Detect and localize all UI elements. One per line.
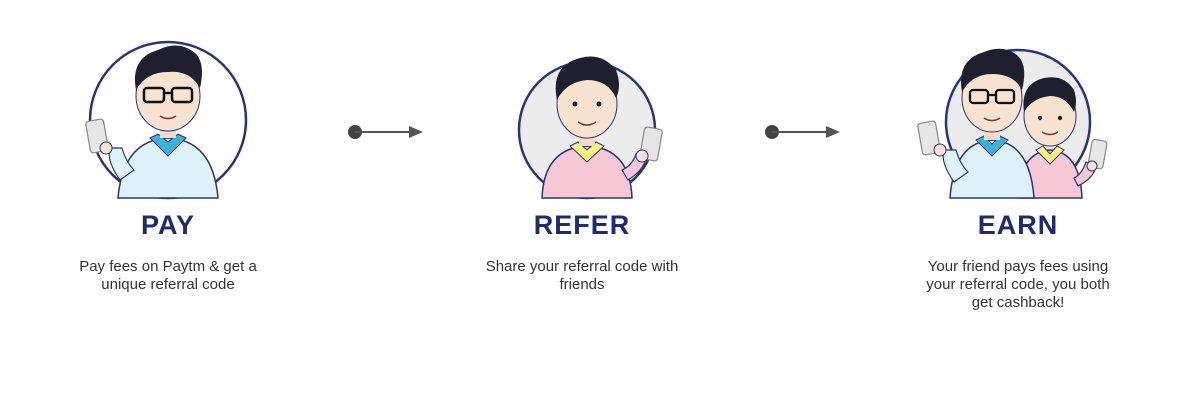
person-sharing-phone-icon xyxy=(517,56,663,200)
arrow-right-icon xyxy=(765,125,840,139)
step-title-earn: EARN xyxy=(977,210,1059,240)
step-title-refer: REFER xyxy=(533,210,631,240)
step-title-pay: PAY xyxy=(140,210,196,240)
two-people-with-phones-icon xyxy=(917,48,1108,199)
step-description-pay: Pay fees on Paytm & get a unique referra… xyxy=(79,258,257,293)
person-with-phone-icon xyxy=(85,40,248,200)
step-earn: EARN Your friend pays fees using your re… xyxy=(868,0,1168,400)
step-pay: PAY Pay fees on Paytm & get a unique ref… xyxy=(18,0,318,400)
step-description-earn: Your friend pays fees using your referra… xyxy=(926,258,1110,311)
step-description-refer: Share your referral code with friends xyxy=(485,258,679,293)
step-refer: REFER Share your referral code with frie… xyxy=(432,0,732,400)
arrow-right-icon xyxy=(348,125,423,139)
